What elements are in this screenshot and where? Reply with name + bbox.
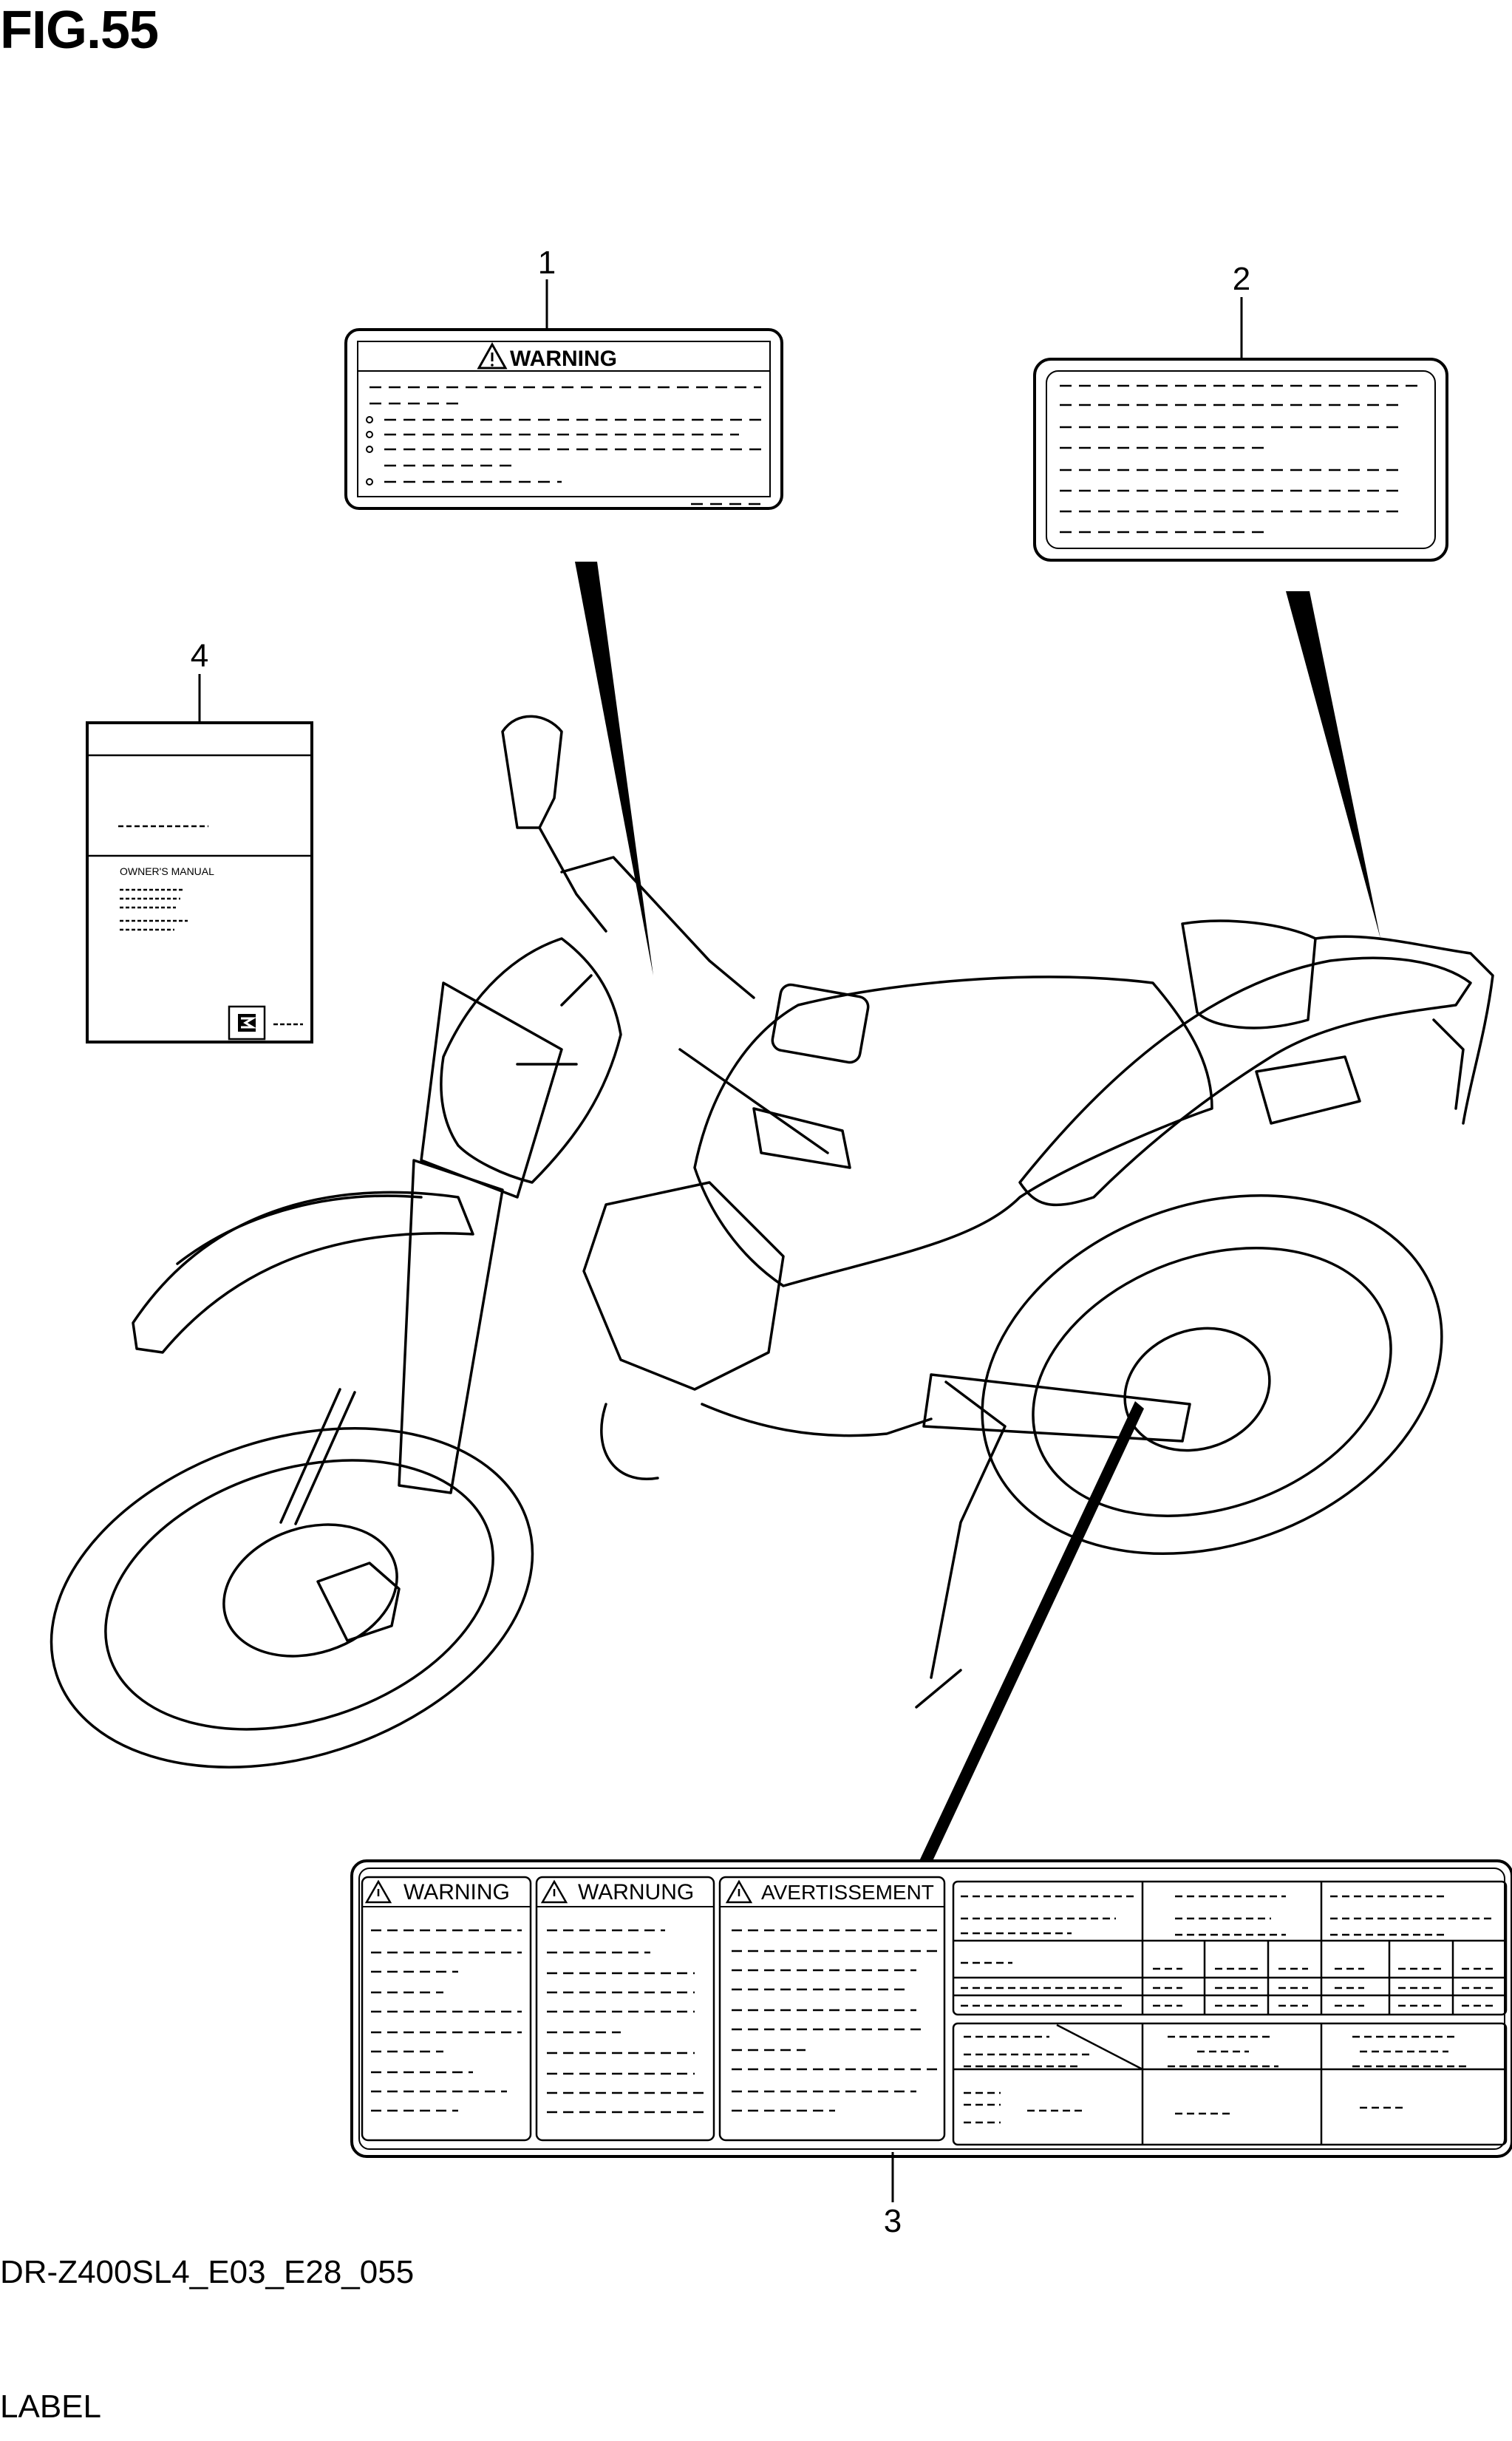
label-1[interactable]: 1 WARNING	[344, 245, 783, 510]
warning-panel-en: WARNING	[361, 1876, 532, 2142]
figure-name: LABEL	[0, 2389, 101, 2425]
label-2[interactable]: 2	[1033, 261, 1448, 562]
label-3-heading-fr: AVERTISSEMENT	[761, 1881, 934, 1904]
leader-lines	[575, 562, 1380, 1861]
suzuki-logo-icon	[238, 1014, 257, 1032]
callout-3: 3	[884, 2203, 902, 2239]
warning-triangle-icon	[364, 1879, 392, 1904]
motorcycle-drawing	[50, 715, 1494, 1768]
label-1-heading: WARNING	[510, 347, 617, 371]
callout-4: 4	[191, 638, 208, 674]
warning-triangle-icon	[725, 1879, 753, 1904]
label-3[interactable]: WARNING WARNUNG	[350, 1859, 1512, 2239]
label-3-heading-de: WARNUNG	[578, 1880, 694, 1904]
manual-title: OWNER'S MANUAL	[120, 865, 214, 877]
tire-info-table	[952, 1880, 1508, 2016]
warning-triangle-icon	[477, 341, 508, 370]
figure-title: FIG.55	[0, 1, 159, 60]
load-info-table	[952, 2022, 1508, 2146]
callout-2: 2	[1233, 261, 1250, 297]
label-3-heading-en: WARNING	[403, 1880, 510, 1904]
callout-1: 1	[538, 245, 556, 281]
label-4-owners-manual[interactable]: 4 OWNER'S MANUAL	[86, 638, 313, 1044]
warning-panel-de: WARNUNG	[535, 1876, 715, 2142]
warning-triangle-icon	[540, 1879, 568, 1904]
warning-panel-fr: AVERTISSEMENT	[718, 1876, 946, 2142]
figure-code: DR-Z400SL4_E03_E28_055	[0, 2254, 415, 2290]
